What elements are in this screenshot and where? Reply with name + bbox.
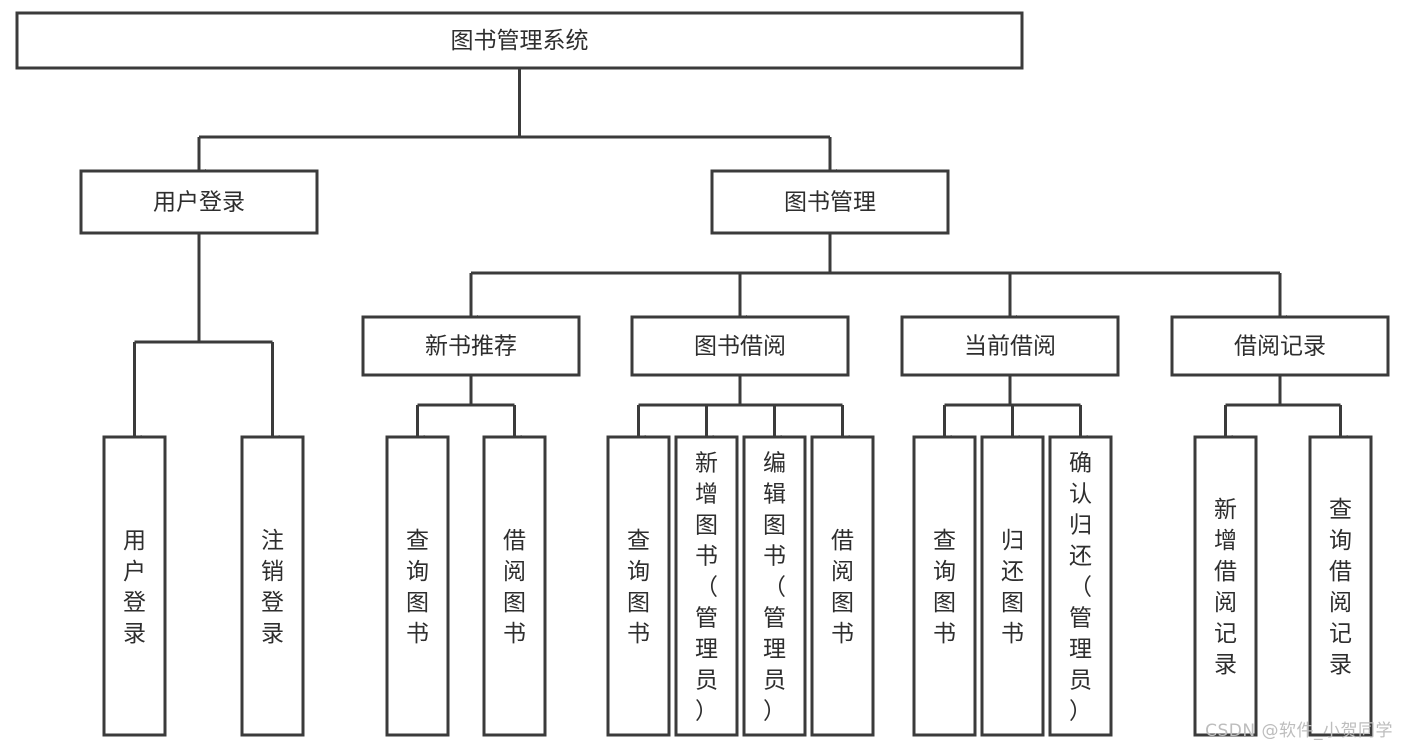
node-root[interactable]: 图书管理系统: [15, 11, 1024, 70]
node-label-borrow-query-book: 查询图书: [627, 528, 650, 647]
node-current-confirm-return[interactable]: 确认归还（管理员）: [1048, 435, 1113, 737]
node-recommend-query-book[interactable]: 查询图书: [385, 435, 450, 737]
node-label-record-add: 新增借阅记录: [1214, 497, 1237, 678]
node-label-current-confirm-return: 确认归还（管理员）: [1069, 451, 1092, 725]
node-box-borrow-query-book[interactable]: [606, 435, 671, 737]
node-label-root: 图书管理系统: [451, 28, 589, 54]
node-label-recommend-borrow-book: 借阅图书: [503, 528, 526, 647]
node-box-record-add[interactable]: [1193, 435, 1258, 737]
node-label-user-login: 用户登录: [153, 190, 245, 216]
node-box-book-management[interactable]: [710, 169, 950, 235]
node-label-user-login-leaf: 用户登录: [123, 528, 146, 647]
node-user-login[interactable]: 用户登录: [79, 169, 319, 235]
node-box-user-login[interactable]: [79, 169, 319, 235]
node-label-recommend-query-book: 查询图书: [406, 528, 429, 647]
node-box-borrow-edit-book[interactable]: [742, 435, 807, 737]
node-box-recommend-borrow-book[interactable]: [482, 435, 547, 737]
node-label-user-logout-leaf: 注销登录: [261, 528, 284, 647]
node-current-borrow[interactable]: 当前借阅: [900, 315, 1120, 377]
node-user-login-leaf[interactable]: 用户登录: [102, 435, 167, 737]
node-box-borrow-borrow-book[interactable]: [810, 435, 875, 737]
node-box-record-query[interactable]: [1308, 435, 1373, 737]
node-box-root[interactable]: [15, 11, 1024, 70]
node-box-new-book-recommend[interactable]: [361, 315, 581, 377]
node-label-book-borrow: 图书借阅: [694, 334, 786, 360]
node-borrow-borrow-book[interactable]: 借阅图书: [810, 435, 875, 737]
node-borrow-query-book[interactable]: 查询图书: [606, 435, 671, 737]
node-label-borrow-add-book: 新增图书（管理员）: [695, 451, 718, 725]
node-label-new-book-recommend: 新书推荐: [425, 334, 517, 360]
node-borrow-edit-book[interactable]: 编辑图书（管理员）: [742, 435, 807, 737]
node-box-book-borrow[interactable]: [630, 315, 850, 377]
node-current-query-book[interactable]: 查询图书: [912, 435, 977, 737]
node-label-book-management: 图书管理: [784, 190, 876, 216]
node-borrow-record[interactable]: 借阅记录: [1170, 315, 1390, 377]
node-record-add[interactable]: 新增借阅记录: [1193, 435, 1258, 737]
connector-lines: [127, 68, 1348, 447]
node-box-current-borrow[interactable]: [900, 315, 1120, 377]
node-box-current-confirm-return[interactable]: [1048, 435, 1113, 737]
node-label-current-return-book: 归还图书: [1001, 528, 1024, 647]
node-box-borrow-record[interactable]: [1170, 315, 1390, 377]
node-box-user-logout-leaf[interactable]: [240, 435, 305, 737]
node-current-return-book[interactable]: 归还图书: [980, 435, 1045, 737]
node-label-current-borrow: 当前借阅: [964, 334, 1056, 360]
node-label-borrow-borrow-book: 借阅图书: [831, 528, 854, 647]
node-box-recommend-query-book[interactable]: [385, 435, 450, 737]
node-borrow-add-book[interactable]: 新增图书（管理员）: [674, 435, 739, 737]
node-book-management[interactable]: 图书管理: [710, 169, 950, 235]
node-book-borrow[interactable]: 图书借阅: [630, 315, 850, 377]
node-label-current-query-book: 查询图书: [933, 528, 956, 647]
node-label-borrow-edit-book: 编辑图书（管理员）: [763, 451, 786, 725]
node-label-record-query: 查询借阅记录: [1329, 497, 1352, 678]
node-box-borrow-add-book[interactable]: [674, 435, 739, 737]
watermark-label: CSDN @软件_小贺同学: [1205, 721, 1393, 741]
node-new-book-recommend[interactable]: 新书推荐: [361, 315, 581, 377]
node-record-query[interactable]: 查询借阅记录: [1308, 435, 1373, 737]
node-box-current-return-book[interactable]: [980, 435, 1045, 737]
node-boxes: 图书管理系统用户登录图书管理用户登录注销登录新书推荐图书借阅当前借阅借阅记录查询…: [15, 11, 1390, 737]
node-box-current-query-book[interactable]: [912, 435, 977, 737]
node-box-user-login-leaf[interactable]: [102, 435, 167, 737]
node-recommend-borrow-book[interactable]: 借阅图书: [482, 435, 547, 737]
node-label-borrow-record: 借阅记录: [1234, 334, 1326, 360]
node-user-logout-leaf[interactable]: 注销登录: [240, 435, 305, 737]
